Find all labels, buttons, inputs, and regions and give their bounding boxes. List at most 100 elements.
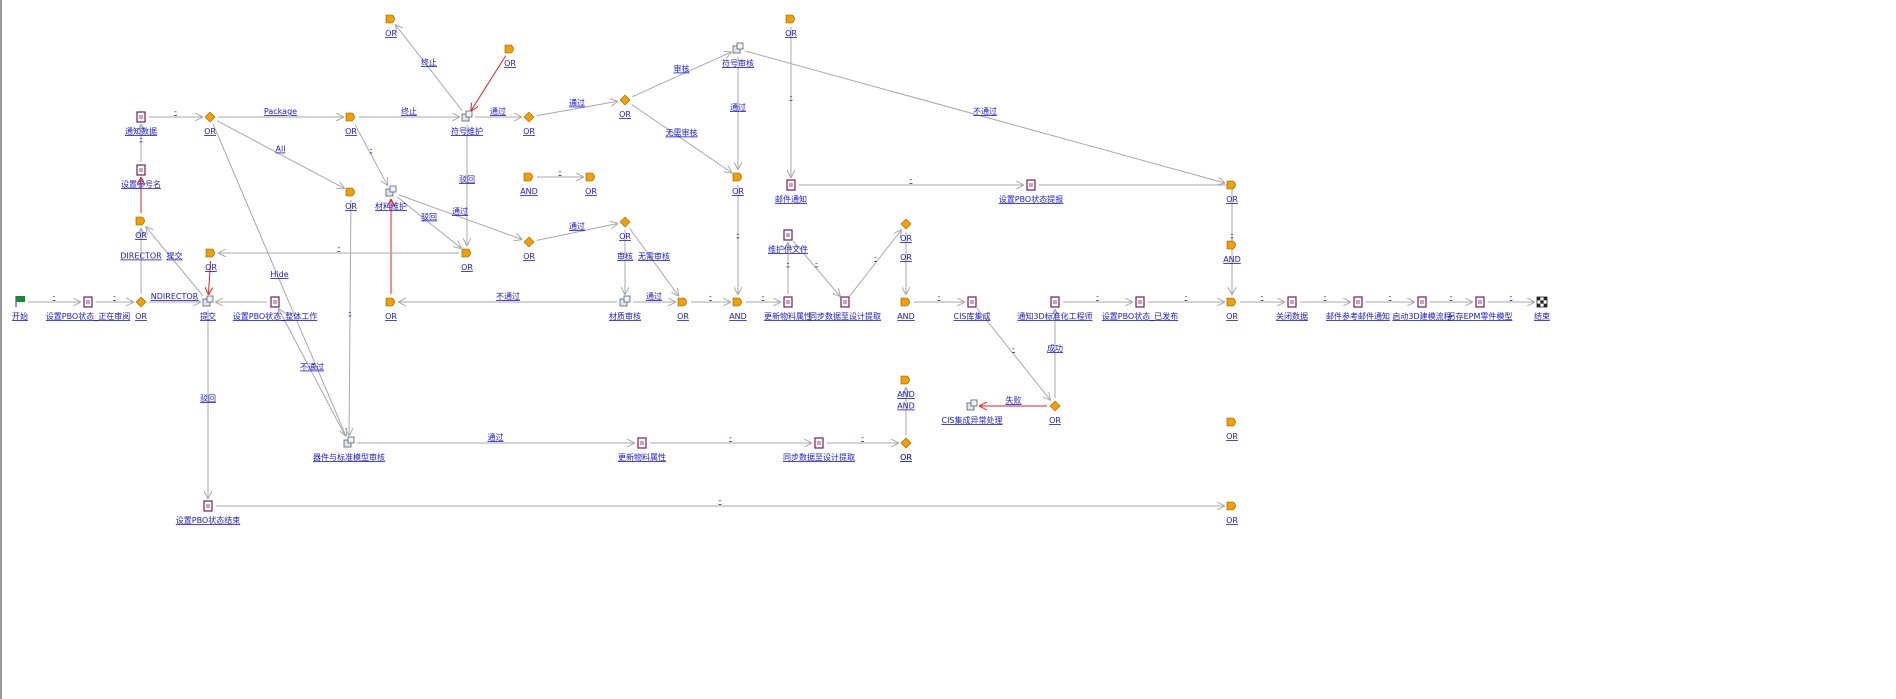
node-t-mail-task[interactable]: 邮件通知 bbox=[775, 179, 807, 204]
node-d-or12-diamond[interactable]: OR bbox=[619, 94, 631, 119]
edge-t-pbo-sent-to-g-or19[interactable]: - bbox=[1039, 184, 1234, 294]
edge-g-or8-to-g-or2[interactable]: - bbox=[219, 243, 459, 253]
edge-t-sync-to-d-or18[interactable]: - bbox=[849, 230, 901, 297]
edge-d1-to-submit[interactable]: NDIRECTOR bbox=[149, 292, 200, 302]
node-d-or23-diamond[interactable]: OR bbox=[900, 437, 912, 462]
edge-p-num-to-g-or5[interactable]: 终止 bbox=[396, 25, 463, 111]
node-d-or9-diamond[interactable]: OR bbox=[523, 111, 535, 136]
node-d2-diamond[interactable]: OR bbox=[204, 111, 216, 136]
node-d-or20-diamond[interactable]: OR bbox=[1049, 400, 1061, 425]
edge-p-num-to-d-or9[interactable]: 通过 bbox=[475, 106, 521, 117]
node-g-and3-gate[interactable]: AND bbox=[897, 297, 915, 321]
node-submit-proc[interactable]: 提交 bbox=[200, 295, 216, 321]
edge-t-close-to-t-mailall[interactable]: - bbox=[1300, 292, 1350, 302]
node-t-upd-task[interactable]: 更新物料属性 bbox=[764, 296, 812, 321]
node-t-pbo-sent-task[interactable]: 设置PBO状态提报 bbox=[999, 179, 1063, 204]
node-t-pbo-pub-task[interactable]: 设置PBO状态_已发布 bbox=[1102, 296, 1178, 321]
node-g-or7-gate[interactable]: OR bbox=[385, 297, 397, 321]
edge-d-or18-to-g-and3[interactable]: OR bbox=[900, 232, 912, 294]
node-t-start3d-task[interactable]: 启动3D建模流程 bbox=[1392, 296, 1452, 321]
edge-p-fuhao-audit-to-g-or14[interactable]: 通过 bbox=[730, 57, 746, 169]
node-t-sync-task[interactable]: 同步数据至设计提取 bbox=[809, 296, 881, 321]
edge-d2-to-g-or3[interactable]: Package bbox=[218, 107, 343, 117]
edge-p-part-audit-to-t-pbo-work[interactable]: 不通过 bbox=[279, 309, 346, 437]
edge-p-num-to-g-or8[interactable]: 驳回 bbox=[459, 125, 475, 245]
edge-t-maint-to-t-sync[interactable]: - bbox=[792, 240, 840, 296]
edge-t-upd2-to-t-sync2[interactable]: - bbox=[650, 433, 811, 443]
edge-d-or12-to-p-fuhao-audit[interactable]: 审核 bbox=[632, 52, 730, 98]
edge-g-or19-to-t-close[interactable]: - bbox=[1240, 292, 1284, 302]
edge-t-pbo-fin-to-g-or24[interactable]: - bbox=[216, 496, 1224, 506]
node-t-close-task[interactable]: 关闭数据 bbox=[1276, 296, 1308, 321]
edge-d-or20-to-t-notify3d[interactable]: 成功 bbox=[1047, 310, 1063, 398]
edge-t-mail-to-t-pbo-sent[interactable]: - bbox=[799, 175, 1023, 185]
edge-t-upd-to-t-maint[interactable]: - bbox=[787, 243, 790, 294]
node-g1-gate[interactable]: OR bbox=[135, 216, 147, 240]
node-g-or24-gate[interactable]: OR bbox=[1226, 501, 1238, 525]
node-t-upd2-task[interactable]: 更新物料属性 bbox=[618, 437, 666, 462]
node-g-and1-gate[interactable]: AND bbox=[520, 172, 538, 196]
edge-submit-to-t-pbo-fin[interactable]: 驳回 bbox=[200, 310, 216, 498]
node-g-and2-gate[interactable]: AND bbox=[729, 297, 747, 321]
node-t-notice-task[interactable]: 通知数据 bbox=[125, 111, 157, 136]
node-p-mat-proc[interactable]: 材料维护 bbox=[375, 185, 407, 211]
edge-t-pbo-pub-to-g-or19[interactable]: - bbox=[1148, 292, 1224, 302]
node-n1-task[interactable]: 设置PBO状态_正在审阅 bbox=[46, 296, 130, 321]
edge-p-part-audit-to-t-upd2[interactable]: 通过 bbox=[357, 432, 634, 443]
edge-t-sync2-to-d-or21[interactable]: - bbox=[827, 433, 898, 443]
node-g-or6-gate[interactable]: OR bbox=[504, 44, 516, 68]
edge-t-cis-to-d-or20[interactable]: - bbox=[976, 307, 1050, 399]
edge-d-or10-to-d-or13[interactable]: 通过 bbox=[536, 221, 617, 241]
edge-t-notice-to-d2[interactable]: - bbox=[149, 107, 202, 117]
node-t-cis-task[interactable]: CIS库集成 bbox=[953, 296, 991, 321]
node-t-setnum-task[interactable]: 设置参号名 bbox=[121, 164, 161, 189]
node-t-epm-task[interactable]: 另存EPM零件模型 bbox=[1448, 296, 1513, 321]
node-t-sync2-task[interactable]: 同步数据至设计提取 bbox=[783, 437, 855, 462]
edge-g-or4-to-p-part-audit[interactable]: - bbox=[349, 199, 352, 435]
node-g-and4-gate[interactable]: AND bbox=[897, 375, 915, 399]
edge-t-mailall-to-t-start3d[interactable]: - bbox=[1366, 292, 1414, 302]
node-g-or19-gate[interactable]: OR bbox=[1226, 297, 1238, 321]
edge-t-notify3d-to-t-pbo-pub[interactable]: - bbox=[1063, 292, 1132, 302]
node-t-pbo-fin-task[interactable]: 设置PBO状态结束 bbox=[176, 500, 240, 525]
edge-n1-to-d1[interactable]: - bbox=[96, 292, 133, 302]
node-t-notify3d-task[interactable]: 通知3D标准化工程师 bbox=[1017, 296, 1093, 321]
edge-d2-to-p-part-audit[interactable]: Hide bbox=[212, 124, 346, 435]
edge-d-or13-to-g-or15[interactable]: 无需审核 bbox=[629, 228, 679, 295]
edge-submit-to-g1[interactable]: 提交 bbox=[146, 227, 204, 297]
node-g-and5-gate[interactable]: AND bbox=[1223, 240, 1241, 264]
edge-g-or6-to-p-num[interactable] bbox=[471, 55, 507, 110]
node-d-or10-diamond[interactable]: OR bbox=[523, 236, 535, 261]
edge-p-mat-audit-to-g-or15[interactable]: 通过 bbox=[633, 291, 675, 302]
node-end-end[interactable]: 结束 bbox=[1534, 296, 1550, 321]
edge-t-setnum-to-t-notice[interactable]: - bbox=[140, 125, 143, 162]
edge-p-mat-to-d-or10[interactable]: 通过 bbox=[398, 194, 522, 240]
node-g-or11-gate[interactable]: OR bbox=[585, 172, 597, 196]
edge-t-epm-to-end[interactable]: - bbox=[1488, 292, 1534, 302]
edge-g-and2-to-t-upd[interactable]: - bbox=[746, 292, 780, 302]
node-start-start[interactable]: 开始 bbox=[12, 296, 28, 321]
edge-t-start3d-to-t-epm[interactable]: - bbox=[1430, 292, 1472, 302]
edge-g-or3-to-p-mat[interactable]: - bbox=[354, 123, 387, 185]
node-t-maint-task[interactable]: 维护供文件 bbox=[768, 229, 808, 254]
node-g-or14-gate[interactable]: OR bbox=[732, 172, 744, 196]
node-p-fuhao-audit-proc[interactable]: 符号审核 bbox=[722, 42, 754, 68]
node-g-or5-gate[interactable]: OR bbox=[385, 14, 397, 38]
edge-g-or3-to-p-num[interactable]: 终止 bbox=[359, 106, 459, 117]
edge-g-or14-to-g-and2[interactable]: - bbox=[737, 185, 740, 294]
node-d-or18-diamond[interactable]: OR bbox=[900, 218, 912, 243]
node-p-mat-audit-proc[interactable]: 材质审核 bbox=[609, 295, 641, 321]
node-t-mailall-task[interactable]: 邮件参考邮件通知 bbox=[1326, 296, 1390, 321]
node-g-or17-gate[interactable]: OR bbox=[1226, 180, 1238, 204]
edge-d-or21-to-g-and4[interactable]: AND bbox=[897, 388, 915, 435]
node-p-num-proc[interactable]: 符号维护 bbox=[451, 110, 483, 136]
node-g-or3-gate[interactable]: OR bbox=[345, 112, 357, 136]
node-g-or4-gate[interactable]: OR bbox=[345, 187, 357, 211]
node-g-or2-gate[interactable]: OR bbox=[205, 248, 217, 272]
edge-g-and3-to-t-cis[interactable]: - bbox=[914, 292, 964, 302]
edge-start-to-n1[interactable]: - bbox=[28, 292, 80, 302]
node-g-or15-gate[interactable]: OR bbox=[677, 297, 689, 321]
edge-g-and1-to-g-or11[interactable]: - bbox=[537, 167, 583, 177]
node-p-cis-err-proc[interactable]: CIS集成异常处理 bbox=[941, 399, 1003, 425]
edge-d2-to-g-or4[interactable]: All bbox=[216, 120, 344, 188]
